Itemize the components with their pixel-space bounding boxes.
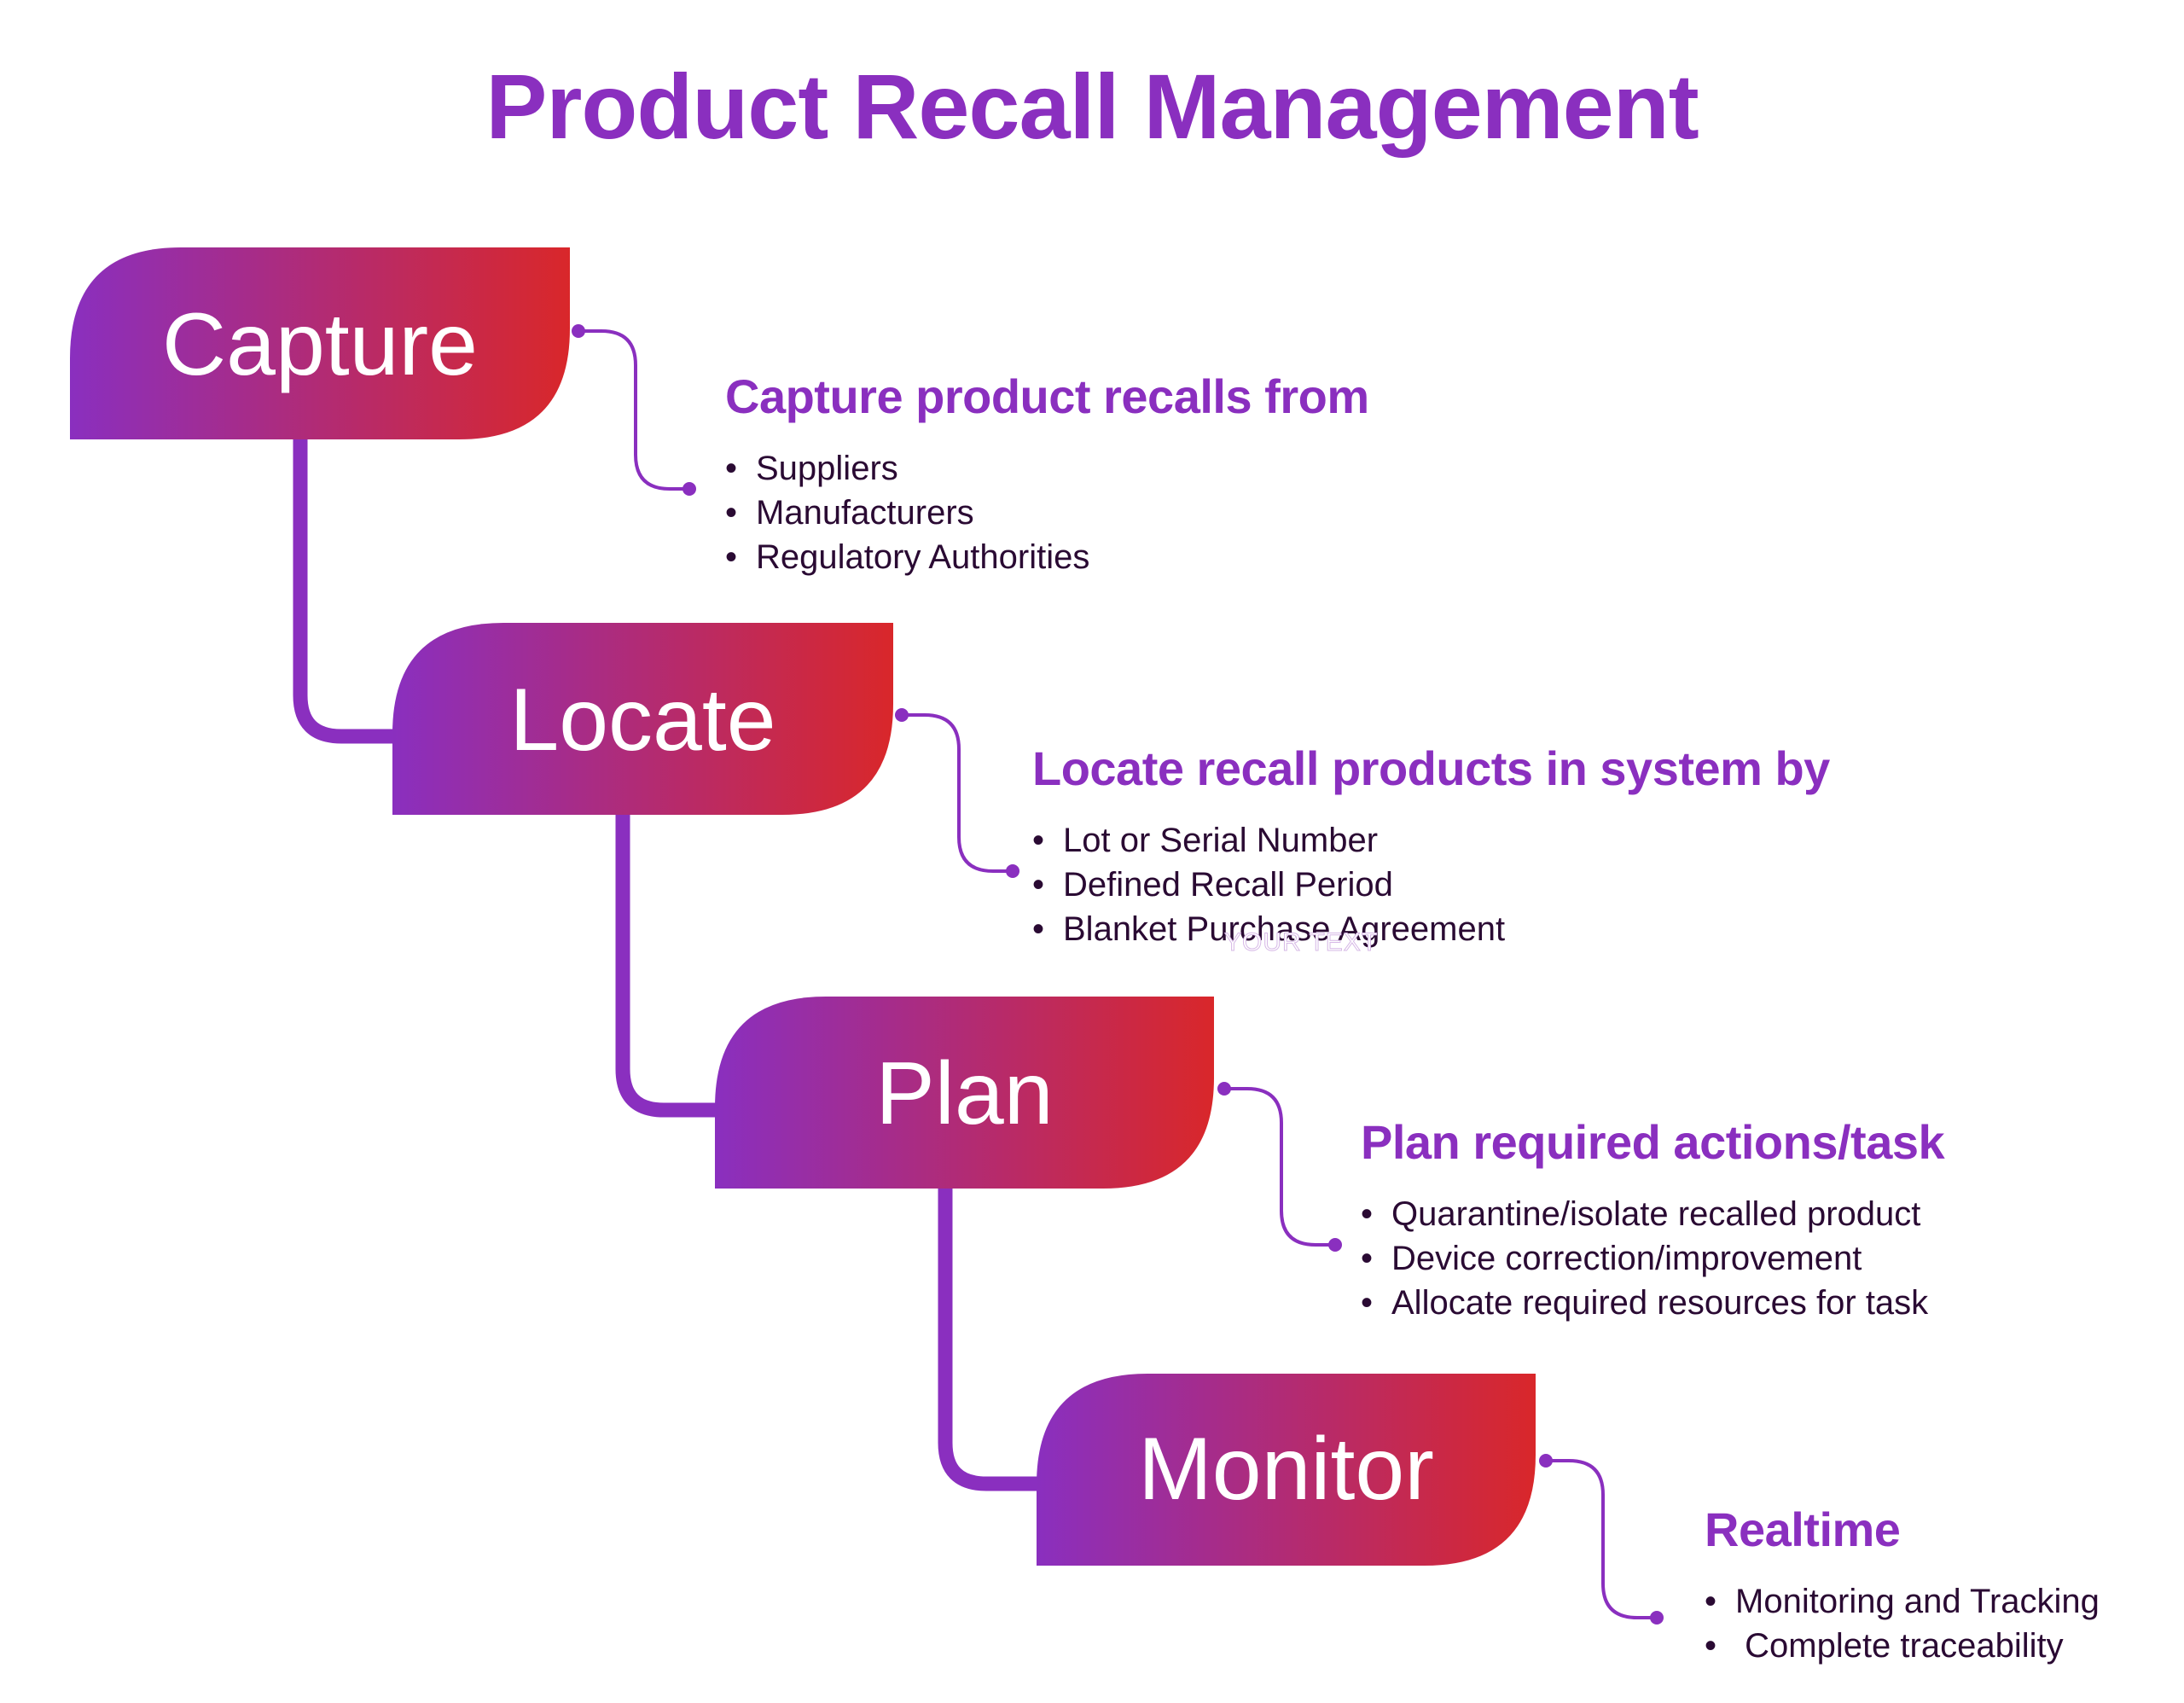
description-locate: Locate recall products in system by •Lot… [1032, 741, 1830, 951]
description-list: •Lot or Serial Number •Defined Recall Pe… [1032, 818, 1830, 951]
description-heading: Realtime [1705, 1502, 1901, 1556]
list-item: • Complete traceability [1705, 1624, 2100, 1668]
callout-end-dot [1006, 864, 1019, 878]
step-label-plan: Plan [875, 1044, 1054, 1143]
description-list: •Quarantine/isolate recalled product •De… [1361, 1192, 1944, 1325]
list-item: •Regulatory Authorities [725, 535, 1369, 579]
connector-plan-monitor [938, 1189, 1046, 1491]
list-item: •Defined Recall Period [1032, 863, 1830, 907]
bullet-icon: • [1361, 1195, 1374, 1233]
connector-locate-plan [615, 815, 723, 1118]
list-item: •Suppliers [725, 446, 1369, 491]
callout-start-dot [895, 708, 909, 722]
bullet-icon: • [1361, 1240, 1374, 1277]
callout-capture [572, 324, 696, 496]
step-label-capture: Capture [162, 295, 478, 394]
watermark-text: YOUR TEXT [1223, 928, 1379, 957]
callout-start-dot [572, 324, 585, 338]
description-list: •Suppliers •Manufacturers •Regulatory Au… [725, 446, 1369, 579]
bullet-icon: • [1705, 1627, 1717, 1665]
description-monitor: Realtime •Monitoring and Tracking • Comp… [1705, 1502, 2100, 1668]
callout-locate [895, 708, 1019, 878]
list-item: •Blanket Purchase Agreement [1032, 907, 1830, 951]
list-item: •Quarantine/isolate recalled product [1361, 1192, 1944, 1236]
description-capture: Capture product recalls from •Suppliers … [725, 369, 1369, 579]
callout-plan [1217, 1082, 1342, 1252]
callout-monitor [1539, 1454, 1664, 1625]
bullet-icon: • [1361, 1284, 1374, 1322]
description-heading: Plan required actions/task [1361, 1115, 1945, 1169]
step-box-plan[interactable] [715, 997, 1214, 1189]
bullet-icon: • [725, 494, 738, 532]
step-box-capture[interactable] [70, 247, 570, 439]
list-item: •Manufacturers [725, 491, 1369, 535]
callout-end-dot [682, 482, 696, 496]
callout-start-dot [1217, 1082, 1231, 1096]
bullet-icon: • [725, 450, 738, 487]
step-label-monitor: Monitor [1138, 1420, 1434, 1519]
step-box-locate[interactable] [392, 623, 893, 815]
list-item: •Allocate required resources for task [1361, 1281, 1944, 1325]
bullet-icon: • [1705, 1583, 1717, 1620]
bullet-icon: • [1032, 866, 1045, 904]
step-box-monitor[interactable] [1037, 1374, 1536, 1566]
list-item: •Monitoring and Tracking [1705, 1579, 2100, 1624]
list-item: •Lot or Serial Number [1032, 818, 1830, 863]
step-label-locate: Locate [509, 671, 776, 770]
callout-start-dot [1539, 1454, 1553, 1468]
description-plan: Plan required actions/task •Quarantine/i… [1361, 1114, 1945, 1325]
description-heading: Locate recall products in system by [1032, 741, 1830, 795]
callout-end-dot [1328, 1238, 1342, 1252]
bullet-icon: • [725, 538, 738, 576]
list-item: •Device correction/improvement [1361, 1236, 1944, 1281]
description-heading: Capture product recalls from [725, 369, 1369, 423]
bullet-icon: • [1032, 822, 1045, 859]
bullet-icon: • [1032, 910, 1045, 948]
connector-capture-locate [293, 439, 401, 744]
page-title: Product Recall Management [485, 55, 1699, 158]
callout-end-dot [1650, 1611, 1664, 1625]
description-list: •Monitoring and Tracking • Complete trac… [1705, 1579, 2100, 1668]
